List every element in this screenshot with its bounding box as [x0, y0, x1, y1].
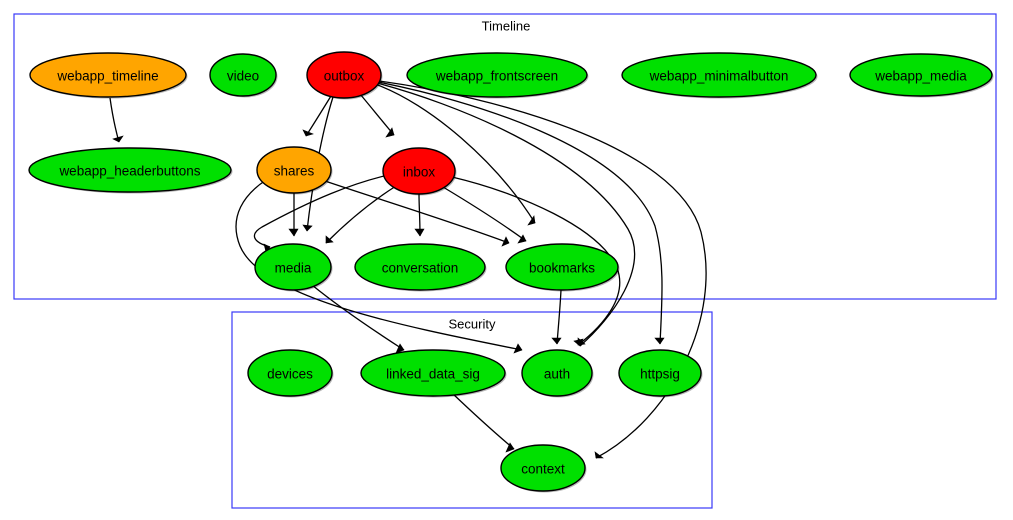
node-shape[interactable]: [360, 349, 506, 397]
arrowhead-icon: [527, 215, 536, 226]
edge-line: [376, 82, 636, 347]
node-shape[interactable]: [505, 243, 619, 291]
nodes-layer: webapp_timeline video outbox webapp_frontsc…: [28, 51, 994, 493]
node-webapp_minimalbutton[interactable]: webapp_minimalbutton: [621, 52, 818, 99]
node-shape[interactable]: [306, 51, 382, 99]
cluster-border: [13, 13, 997, 300]
edge-outbox-to-shares: [302, 95, 332, 137]
node-shape[interactable]: [406, 52, 588, 98]
edge-line: [311, 284, 405, 351]
edge-linked_data_sig-to-context: [451, 392, 515, 453]
arrowhead-icon: [577, 337, 586, 346]
cluster-timeline: Timeline: [13, 13, 997, 300]
node-context[interactable]: context: [500, 444, 587, 493]
arrowhead-icon: [414, 228, 425, 237]
node-webapp_media[interactable]: webapp_media: [849, 53, 994, 98]
node-webapp_headerbuttons[interactable]: webapp_headerbuttons: [28, 147, 233, 194]
edge-line: [374, 83, 536, 224]
arrowhead-icon: [385, 127, 395, 138]
edge-line: [556, 289, 562, 345]
edge-outbox-to-auth: [376, 82, 636, 347]
node-shape[interactable]: [621, 52, 817, 98]
node-shape[interactable]: [247, 349, 333, 397]
node-conversation[interactable]: conversation: [354, 243, 487, 292]
node-webapp_timeline[interactable]: webapp_timeline: [29, 52, 188, 99]
node-shape[interactable]: [618, 349, 702, 397]
edge-inbox-to-conversation: [414, 193, 425, 237]
edge-line: [253, 175, 385, 248]
node-outbox[interactable]: outbox: [306, 51, 383, 100]
node-shape[interactable]: [500, 444, 586, 492]
edge-outbox-to-context: [378, 80, 707, 459]
node-shares[interactable]: shares: [256, 146, 333, 195]
arrowhead-icon: [517, 234, 527, 244]
edge-shares-to-media: [288, 192, 299, 237]
arrowhead-icon: [594, 451, 604, 459]
node-shape[interactable]: [209, 53, 277, 97]
node-devices[interactable]: devices: [247, 349, 334, 398]
edge-line: [321, 179, 510, 244]
edge-outbox-to-inbox: [359, 93, 395, 138]
node-bookmarks[interactable]: bookmarks: [505, 243, 620, 292]
node-shape[interactable]: [382, 147, 456, 195]
edge-outbox-to-httpsig: [377, 81, 665, 345]
arrowhead-icon: [395, 343, 405, 354]
edge-inbox-to-media: [325, 185, 397, 244]
edge-line: [378, 80, 707, 459]
edge-line: [451, 392, 515, 450]
node-shape[interactable]: [29, 52, 187, 98]
arrowhead-icon: [302, 129, 314, 137]
cluster-label: Timeline: [482, 18, 531, 33]
node-video[interactable]: video: [209, 53, 278, 98]
edge-inbox-to-bookmarks: [442, 186, 527, 244]
node-shape[interactable]: [28, 147, 232, 193]
arrowhead-icon: [551, 337, 562, 345]
cluster-security: Security: [231, 311, 713, 509]
cluster-border: [231, 311, 713, 509]
node-linked_data_sig[interactable]: linked_data_sig: [360, 349, 507, 398]
node-media[interactable]: media: [254, 243, 333, 292]
node-shape[interactable]: [254, 243, 332, 291]
edge-line: [109, 97, 120, 143]
edge-line: [377, 81, 663, 345]
edge-line: [442, 186, 527, 242]
node-shape[interactable]: [256, 146, 332, 194]
arrowhead-icon: [288, 228, 299, 237]
edge-shares-to-bookmarks: [321, 179, 510, 247]
arrowhead-icon: [302, 224, 313, 232]
edge-outbox-to-bookmarks: [374, 83, 536, 226]
arrowhead-icon: [325, 235, 334, 244]
arrowhead-icon: [654, 337, 665, 345]
cluster-label: Security: [449, 316, 496, 331]
arrowhead-icon: [505, 442, 515, 453]
arrowhead-icon: [112, 135, 124, 143]
edge-webapp_timeline-to-webapp_headerbuttons: [109, 97, 124, 143]
edge-line: [325, 185, 397, 244]
arrowhead-icon: [501, 236, 510, 247]
node-webapp_frontscreen[interactable]: webapp_frontscreen: [406, 52, 589, 99]
arrowhead-icon: [513, 343, 523, 354]
edge-media-to-linked_data_sig: [311, 284, 405, 354]
node-shape[interactable]: [849, 53, 993, 97]
node-shape[interactable]: [354, 243, 486, 291]
node-httpsig[interactable]: httpsig: [618, 349, 703, 398]
node-shape[interactable]: [521, 349, 593, 397]
edge-line: [359, 93, 395, 136]
edge-bookmarks-to-auth: [551, 289, 562, 345]
node-auth[interactable]: auth: [521, 349, 594, 398]
node-inbox[interactable]: inbox: [382, 147, 457, 196]
